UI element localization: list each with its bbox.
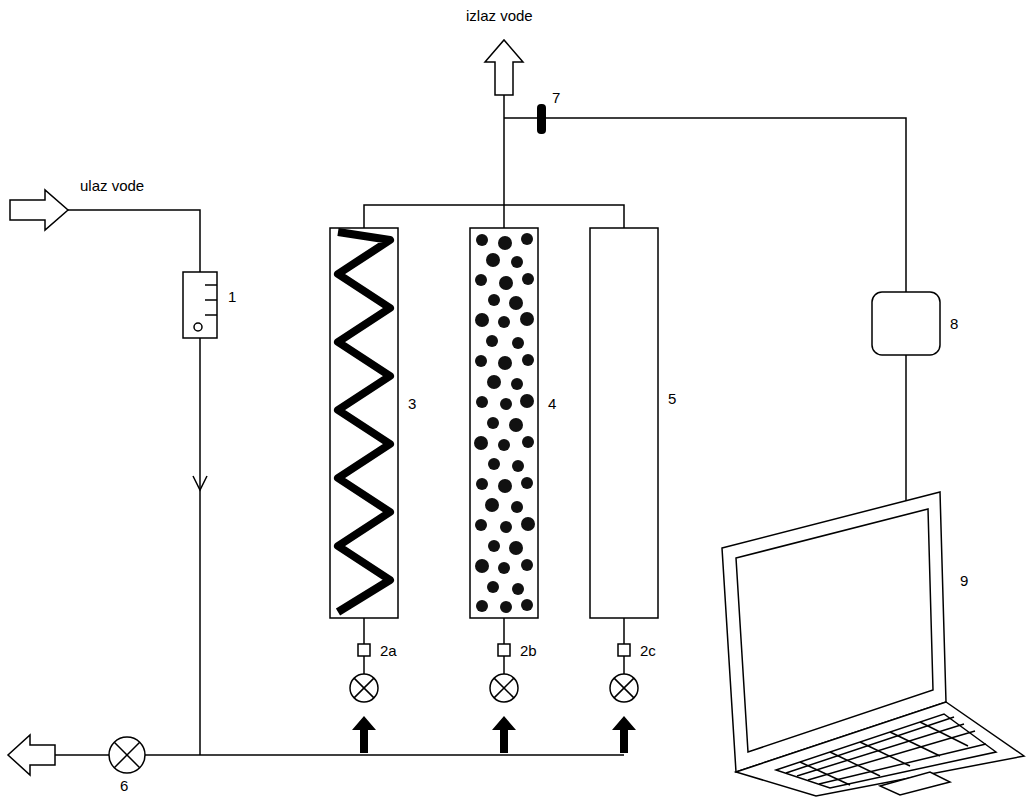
data-logger — [872, 292, 940, 355]
collector-pipe — [364, 205, 624, 228]
inlet-pipe — [68, 210, 200, 272]
outlet-arrow — [485, 40, 523, 95]
callout-number: 6 — [120, 778, 128, 795]
callout-number: 2a — [380, 643, 397, 660]
column-spiral — [330, 228, 398, 618]
inlet-arrow — [10, 190, 68, 230]
valve-symbol — [109, 737, 145, 773]
drain-arrow — [8, 735, 55, 775]
flow-arrowhead — [193, 476, 207, 490]
callout-number: 5 — [668, 391, 676, 408]
callout-number: 1 — [228, 289, 236, 306]
sensor — [537, 104, 546, 134]
sampling-port — [618, 644, 630, 656]
sensor-cable — [504, 118, 906, 292]
valve-symbol — [610, 674, 638, 702]
column-granular — [470, 228, 538, 618]
sampling-port — [498, 644, 510, 656]
manifold-pipe — [145, 754, 624, 756]
flow-arrow — [352, 716, 636, 753]
callout-number: 2b — [520, 643, 537, 660]
laptop — [722, 492, 1024, 796]
column-empty — [590, 228, 658, 618]
callout-number: 9 — [960, 573, 968, 590]
logger-cable — [905, 355, 907, 501]
flow-label: izlaz vode — [466, 8, 533, 25]
feed-pipe — [199, 338, 201, 755]
flowmeter — [183, 272, 217, 338]
callout-number: 3 — [408, 396, 416, 413]
callout-number: 4 — [548, 396, 556, 413]
callout-number: 8 — [950, 316, 958, 333]
granular-packing — [474, 233, 535, 613]
callout-number: 7 — [552, 90, 560, 107]
valve-symbol — [350, 674, 378, 702]
callout-number: 2c — [640, 643, 656, 660]
flow-label: ulaz vode — [80, 178, 144, 195]
sampling-port — [358, 644, 370, 656]
valve-symbol — [490, 674, 518, 702]
spiral-packing — [338, 232, 390, 612]
